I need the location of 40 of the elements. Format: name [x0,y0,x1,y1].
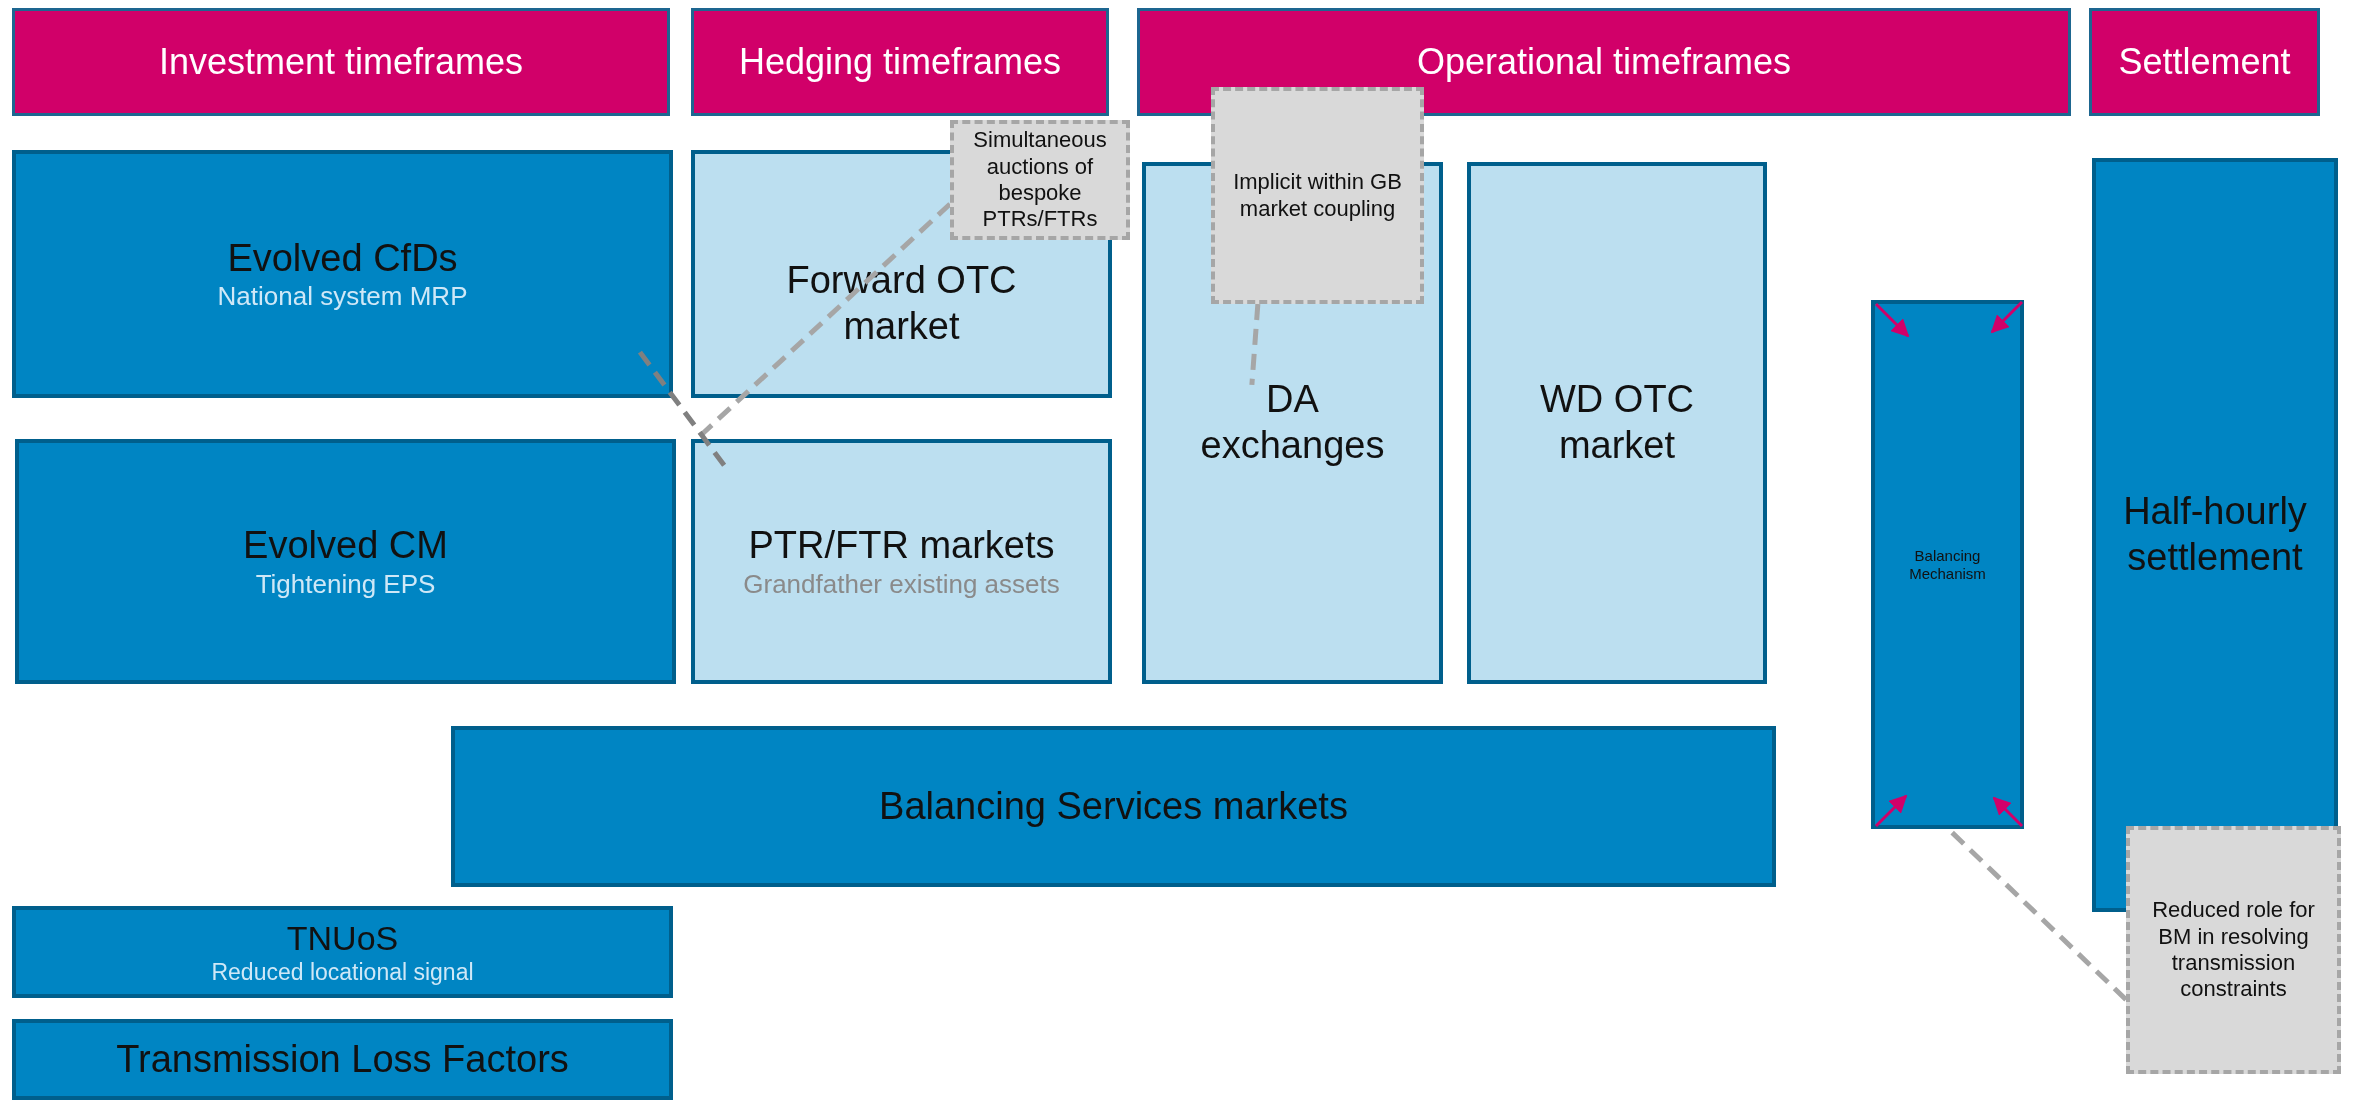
market-box [12,1019,673,1100]
callout-tooltip [1211,87,1424,304]
header-label: Investment timeframes [158,40,524,84]
header-label: Operational timeframes [1416,40,1792,84]
box-subtitle: Tightening EPS [255,568,436,600]
box-title: Transmission Loss Factors [116,1036,569,1082]
header-bar [2089,8,2320,116]
market-box [1871,300,2024,829]
box-title: Balancing Services markets [879,783,1348,829]
market-box [12,150,673,398]
callout-text: Implicit within GB market coupling [1232,169,1403,222]
box-title: WD OTC market [1538,377,1696,468]
market-box [1467,162,1767,684]
callout-tooltip [2126,826,2341,1074]
callout-text: Reduced role for BM in resolving transmission constraints [2151,897,2316,1003]
box-title: Evolved CfDs [227,235,458,281]
box-title: Balancing Mechanism [1908,546,1987,583]
header-bar [691,8,1109,116]
box-subtitle: Grandfather existing assets [743,568,1060,600]
header-label: Hedging timeframes [738,40,1062,84]
box-title: Evolved CM [243,523,448,569]
market-box [451,726,1776,887]
box-title: Half-hourly settlement [2122,489,2308,580]
header-label: Settlement [2118,40,2291,84]
header-bar [12,8,670,116]
header-bar [1137,8,2071,116]
callout-tooltip [950,120,1130,240]
callout-text: Simultaneous auctions of bespoke PTRs/FTRs [972,127,1108,233]
box-title: Forward OTC market [785,258,1018,349]
box-subtitle: National system MRP [217,281,468,313]
leader-line [1249,303,1261,386]
box-title: PTR/FTR markets [748,523,1055,569]
market-box [691,439,1112,684]
market-box [15,439,676,684]
leader-line [1948,829,2128,1002]
market-box [12,906,673,998]
box-title: DA exchanges [1199,377,1386,468]
leader-line [637,350,727,468]
box-title: TNUoS [286,917,399,959]
box-subtitle: Reduced locational signal [211,958,474,987]
